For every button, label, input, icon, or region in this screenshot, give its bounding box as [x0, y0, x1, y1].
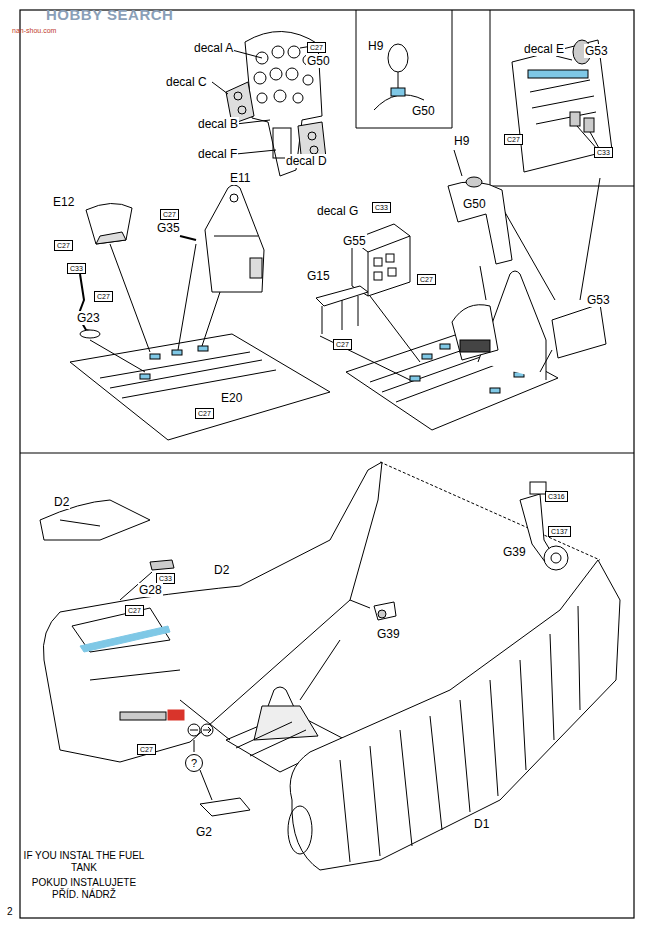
assembly-note: POKUD INSTALUJETE PŘÍD. NÁDRŽ: [19, 877, 149, 901]
part-label: G2: [195, 825, 213, 839]
part-label: E20: [220, 391, 243, 405]
color-code: C27: [420, 276, 433, 283]
part-label: G39: [376, 627, 401, 641]
color-code: ?: [191, 757, 197, 769]
part-label: G23: [76, 311, 101, 325]
color-code: C27: [140, 746, 153, 753]
color-code: C27: [97, 293, 110, 300]
color-code-tag: C27: [137, 744, 156, 755]
color-code-tag: C137: [548, 526, 571, 537]
color-code-tag: C27: [417, 274, 436, 285]
color-code: C27: [310, 44, 323, 51]
part-label: G50: [306, 54, 331, 68]
color-code: C27: [163, 211, 176, 218]
color-code-tag: C33: [372, 202, 391, 213]
color-code: C27: [57, 242, 70, 249]
part-label: G50: [462, 197, 487, 211]
assembly-note: IF YOU INSTAL THE FUEL TANK: [19, 850, 149, 874]
part-label: G35: [156, 221, 181, 235]
part-label: D1: [473, 817, 490, 831]
part-label: E12: [52, 195, 75, 209]
color-code: C27: [336, 341, 349, 348]
color-code-tag: C316: [545, 491, 568, 502]
part-label: H9: [453, 134, 470, 148]
color-code-tag: C27: [504, 134, 523, 145]
color-code: C137: [551, 528, 568, 535]
color-code: C33: [159, 575, 172, 582]
color-code-tag: C27: [125, 605, 144, 616]
color-code: C33: [70, 265, 83, 272]
color-code: C316: [548, 493, 565, 500]
part-label: G55: [342, 234, 367, 248]
color-code-tag: C27: [54, 240, 73, 251]
page-number: 2: [6, 905, 14, 919]
color-code: C27: [198, 410, 211, 417]
part-label: G28: [138, 583, 163, 597]
part-label: G53: [586, 293, 611, 307]
watermark: HOBBY SEARCH: [45, 8, 174, 22]
color-code-tag: C33: [594, 147, 613, 158]
part-label: H9: [367, 39, 384, 53]
part-label: G53: [584, 44, 609, 58]
color-code: C33: [375, 204, 388, 211]
part-label: D2: [53, 495, 70, 509]
color-code-tag: C27: [94, 291, 113, 302]
part-label: decal C: [165, 75, 208, 89]
part-label: G15: [306, 269, 331, 283]
part-label: D2: [213, 563, 230, 577]
color-code: C27: [507, 136, 520, 143]
part-label: decal F: [197, 147, 238, 161]
color-code: C33: [597, 149, 610, 156]
part-label: decal B: [197, 117, 239, 131]
color-code-tag: C27: [160, 209, 179, 220]
color-code-tag: C27: [195, 408, 214, 419]
watermark: nan-shou.com: [11, 24, 57, 38]
color-code-tag: C27: [333, 339, 352, 350]
color-code-tag: C27: [307, 42, 326, 53]
part-label: G39: [502, 545, 527, 559]
part-label: decal D: [285, 154, 328, 168]
question-circle: ?: [185, 754, 203, 772]
part-label: decal G: [316, 204, 359, 218]
color-code-tag: C33: [67, 263, 86, 274]
part-label: G50: [411, 104, 436, 118]
part-label: E11: [229, 171, 251, 185]
color-code: C27: [128, 607, 141, 614]
part-label: decal E: [523, 42, 565, 56]
part-label: decal A: [193, 41, 234, 55]
